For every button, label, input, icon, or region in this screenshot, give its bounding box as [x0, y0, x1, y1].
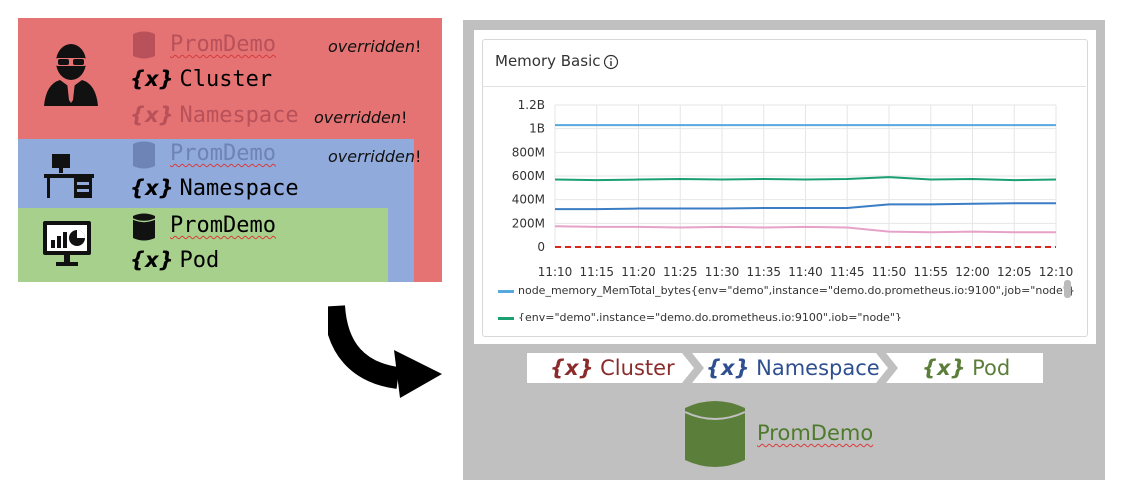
legend-item-memtotal[interactable]: node_memory_MemTotal_bytes{env="demo",in… — [498, 284, 1075, 297]
desk-icon — [44, 154, 94, 198]
x-tick-label: 11:55 — [913, 265, 948, 279]
admin-datasource-overridden-note: overridden! — [328, 37, 422, 56]
y-tick-label: 800M — [512, 145, 545, 159]
y-tick-label: 600M — [512, 169, 545, 183]
legend-color-swatch — [498, 316, 514, 320]
memory-line-chart[interactable]: 1.2B 1B 800M 600M 400M 200M 0 11:10 11:15 11:20 11… — [483, 90, 1083, 290]
breadcrumb-cluster[interactable]: {x} Cluster — [550, 356, 675, 380]
y-tick-label: 1.2B — [518, 98, 545, 112]
x-tick-label: 11:10 — [538, 265, 573, 279]
curved-arrow-icon — [328, 304, 442, 398]
monitor-chart-icon — [43, 221, 91, 266]
team-datasource-label: PromDemo — [170, 141, 276, 166]
x-tick-label: 11:40 — [788, 265, 823, 279]
x-tick-label: 11:30 — [705, 265, 740, 279]
team-namespace-variable: {x}Namespace — [130, 176, 299, 201]
chevron-right-icon — [682, 353, 704, 383]
x-tick-label: 12:00 — [955, 265, 990, 279]
admin-namespace-overridden-note: overridden! — [314, 108, 408, 127]
breadcrumb-pod[interactable]: {x} Pod — [922, 356, 1011, 380]
breadcrumb-namespace[interactable]: {x} Namespace — [706, 356, 880, 380]
admin-cluster-variable: {x}Cluster — [130, 67, 273, 92]
memory-panel[interactable] — [482, 39, 1088, 337]
datasource-label: PromDemo — [757, 421, 874, 445]
x-tick-label: 12:05 — [997, 265, 1032, 279]
series-line — [554, 176, 1057, 182]
y-tick-label: 200M — [512, 216, 545, 230]
database-icon — [133, 141, 155, 169]
x-tick-label: 11:15 — [579, 265, 614, 279]
legend-item-second[interactable]: {env="demo",instance="demo.do.prometheus… — [498, 311, 902, 321]
legend-color-swatch — [498, 289, 514, 293]
admin-datasource-label: PromDemo — [170, 32, 276, 57]
chevron-right-icon — [876, 353, 898, 383]
x-tick-label: 12:10 — [1039, 265, 1074, 279]
info-circle-icon[interactable] — [603, 54, 619, 70]
admin-namespace-variable: {x}Namespace — [130, 103, 299, 128]
app-pod-variable: {x}Pod — [130, 248, 220, 273]
panel-title: Memory Basic — [495, 52, 601, 70]
series-line — [554, 225, 1056, 234]
database-icon — [684, 401, 746, 467]
series-line — [555, 202, 1056, 211]
y-tick-label: 400M — [512, 193, 545, 207]
legend-scrollbar[interactable] — [1064, 280, 1071, 298]
x-tick-label: 11:25 — [663, 265, 698, 279]
team-datasource-overridden-note: overridden! — [328, 147, 422, 166]
y-tick-label: 1B — [529, 122, 545, 136]
database-icon — [133, 31, 155, 59]
app-datasource-label: PromDemo — [170, 213, 276, 238]
x-tick-label: 11:20 — [621, 265, 656, 279]
admin-user-icon — [44, 44, 98, 106]
variable-breadcrumb-bar — [527, 353, 1043, 383]
x-tick-label: 11:45 — [830, 265, 865, 279]
y-tick-label: 0 — [537, 240, 545, 254]
panel-header-divider — [483, 86, 1086, 87]
database-icon — [132, 213, 156, 241]
x-tick-label: 11:35 — [746, 265, 781, 279]
x-tick-label: 11:50 — [872, 265, 907, 279]
legend-clip: {env="demo",instance="demo.do.prometheus… — [483, 311, 1063, 321]
